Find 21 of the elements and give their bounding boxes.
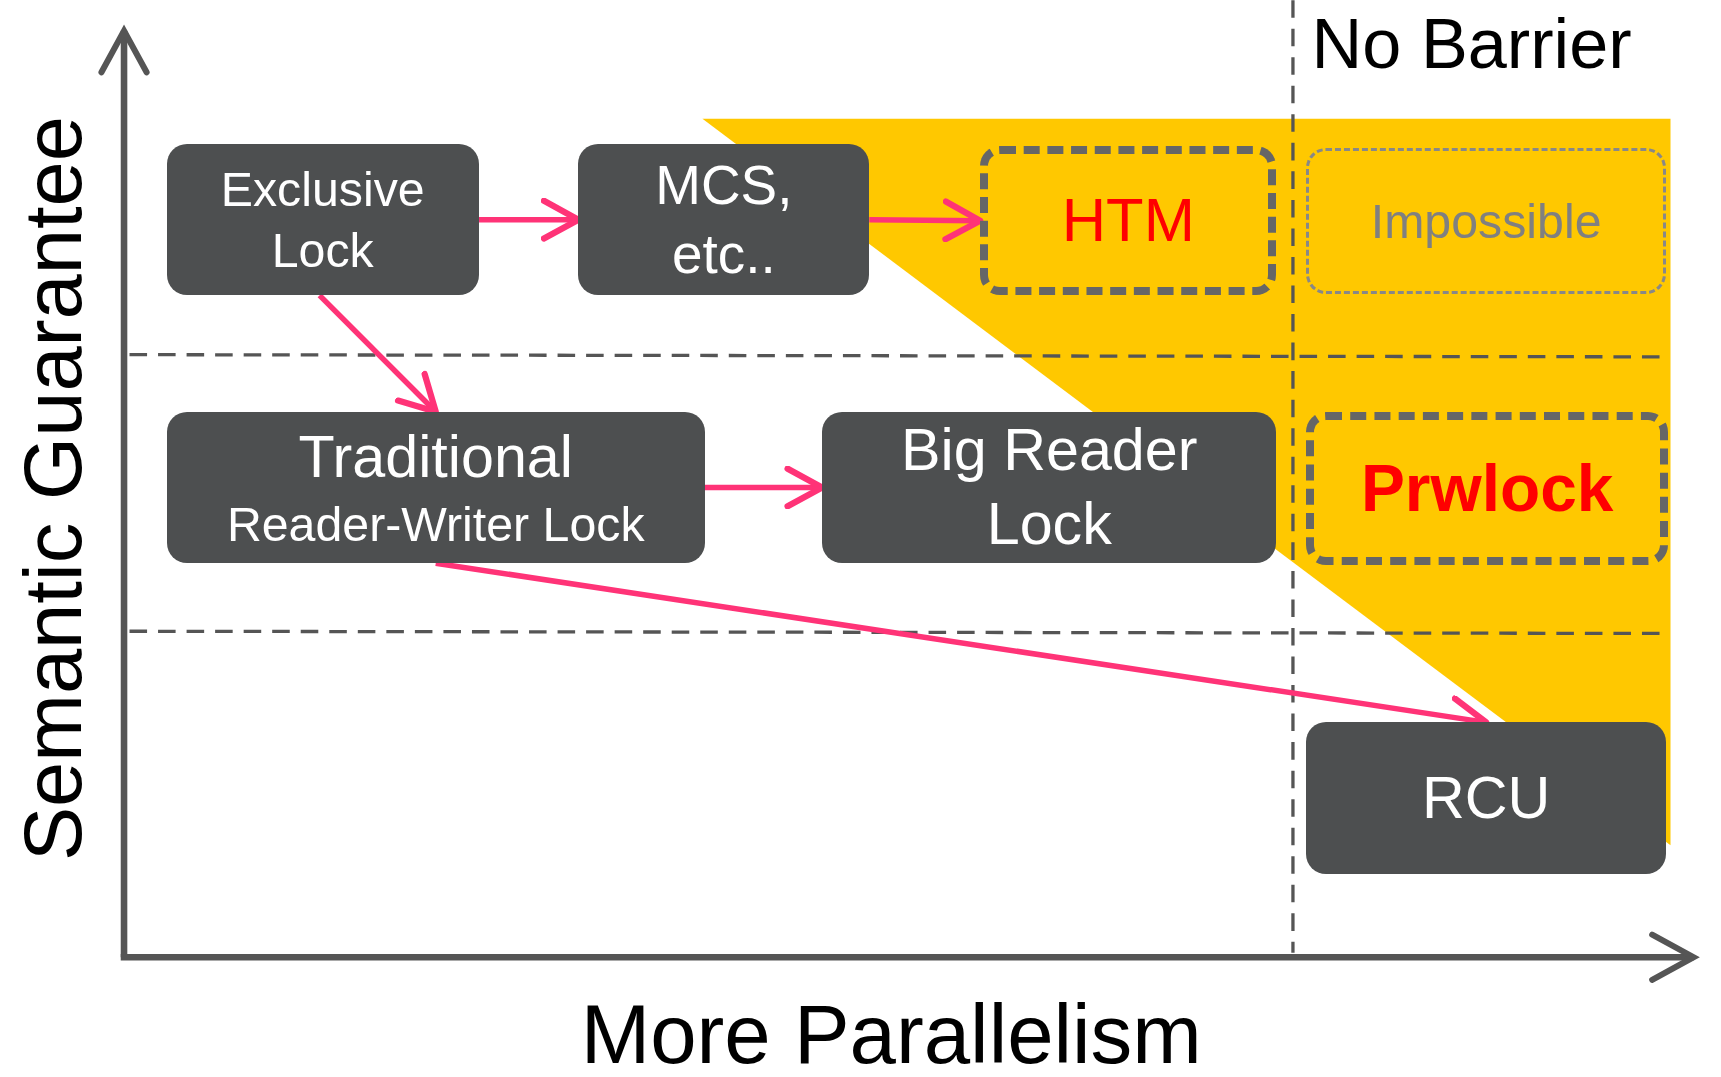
process-box xyxy=(166,143,479,296)
dashed-box xyxy=(1306,411,1669,566)
axis-title: More Parallelism xyxy=(580,993,1202,1077)
process-box xyxy=(822,411,1277,564)
process-box xyxy=(166,411,705,564)
node-label: HTM xyxy=(1060,184,1196,257)
dashed-box xyxy=(1306,148,1667,295)
node-label: RCU xyxy=(1420,762,1552,833)
node-label: Impossible xyxy=(1369,192,1603,250)
process-box xyxy=(578,143,870,296)
dashed-box xyxy=(980,145,1277,296)
arrow xyxy=(869,198,984,243)
node-label: Prwlock xyxy=(1359,450,1615,528)
node-label: Big Reader Lock xyxy=(900,415,1199,560)
node-label: Traditional xyxy=(297,422,574,493)
axis-region-label: No Barrier xyxy=(1311,8,1632,79)
process-box xyxy=(1306,722,1667,874)
axis-title: Semantic Guarantee xyxy=(12,116,94,861)
node-label: Reader-Writer Lock xyxy=(225,496,646,554)
node-label: MCS, etc.. xyxy=(654,152,794,287)
node-label: Exclusive Lock xyxy=(219,161,426,279)
